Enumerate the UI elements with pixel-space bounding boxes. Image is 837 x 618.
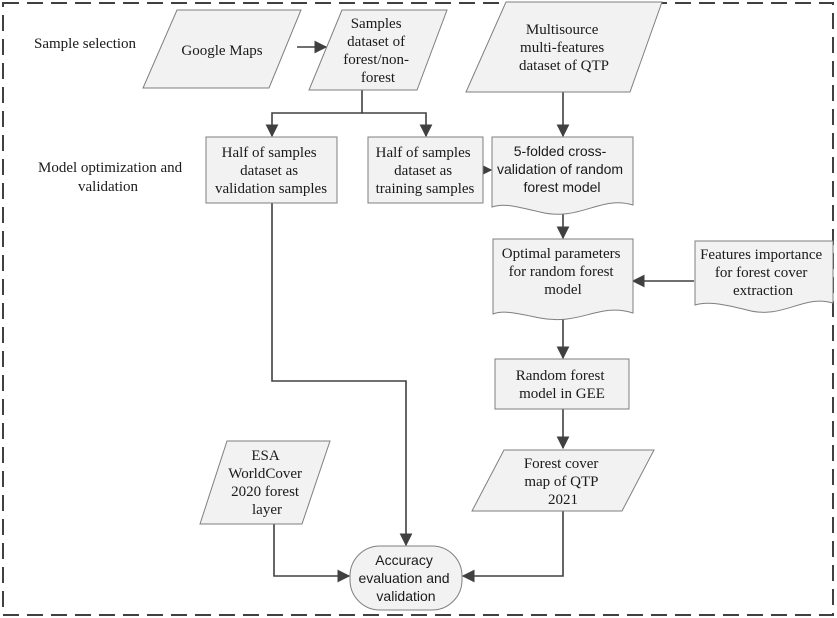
section-label-sample-selection: Sample selection	[34, 36, 137, 52]
cross-validation-node: 5-folded cross- validation of random for…	[491, 136, 634, 215]
node-text: Google Maps	[181, 43, 262, 59]
node-text: Half of samples dataset as validation sa…	[215, 145, 327, 197]
esa-worldcover-node: ESA WorldCover 2020 forest layer	[199, 440, 331, 525]
random-forest-gee-node: Random forest model in GEE	[494, 358, 630, 410]
node-text: Features importance for forest cover ext…	[700, 247, 826, 299]
edge-esa-to-accuracy	[273, 524, 351, 583]
node-text: Optimal parameters for random forest mod…	[502, 246, 624, 298]
training-samples-node: Half of samples dataset as training samp…	[367, 136, 484, 204]
node-text: 5-folded cross- validation of random for…	[497, 143, 627, 195]
node-text: Samples dataset of forest/non- forest	[343, 16, 413, 86]
google-maps-node: Google Maps	[142, 9, 302, 89]
optimal-parameters-node: Optimal parameters for random forest mod…	[492, 238, 634, 321]
edge-samples-split	[265, 90, 363, 138]
node-text: Half of samples dataset as training samp…	[376, 145, 475, 197]
node-text: Random forest model in GEE	[516, 368, 608, 402]
multisource-dataset-node: Multisource multi-features dataset of QT…	[465, 1, 663, 93]
section-label-model-optimization: Model optimization and	[38, 160, 183, 176]
edge-samples-to-training	[362, 112, 433, 138]
validation-samples-node: Half of samples dataset as validation sa…	[205, 136, 338, 204]
node-text: Multisource multi-features dataset of QT…	[519, 22, 609, 74]
edge-validation-to-accuracy	[271, 203, 413, 547]
node-text: Accuracy evaluation and validation	[359, 552, 454, 604]
features-importance-node: Features importance for forest cover ext…	[694, 240, 834, 313]
section-label-validation: validation	[78, 179, 138, 195]
forest-cover-map-node: Forest cover map of QTP 2021	[471, 449, 655, 512]
node-text: Forest cover map of QTP 2021	[524, 456, 602, 508]
accuracy-evaluation-node: Accuracy evaluation and validation	[349, 545, 463, 611]
samples-dataset-node: Samples dataset of forest/non- forest	[308, 9, 448, 91]
edge-map-to-accuracy	[461, 511, 564, 583]
node-text: ESA WorldCover 2020 forest layer	[228, 448, 306, 518]
